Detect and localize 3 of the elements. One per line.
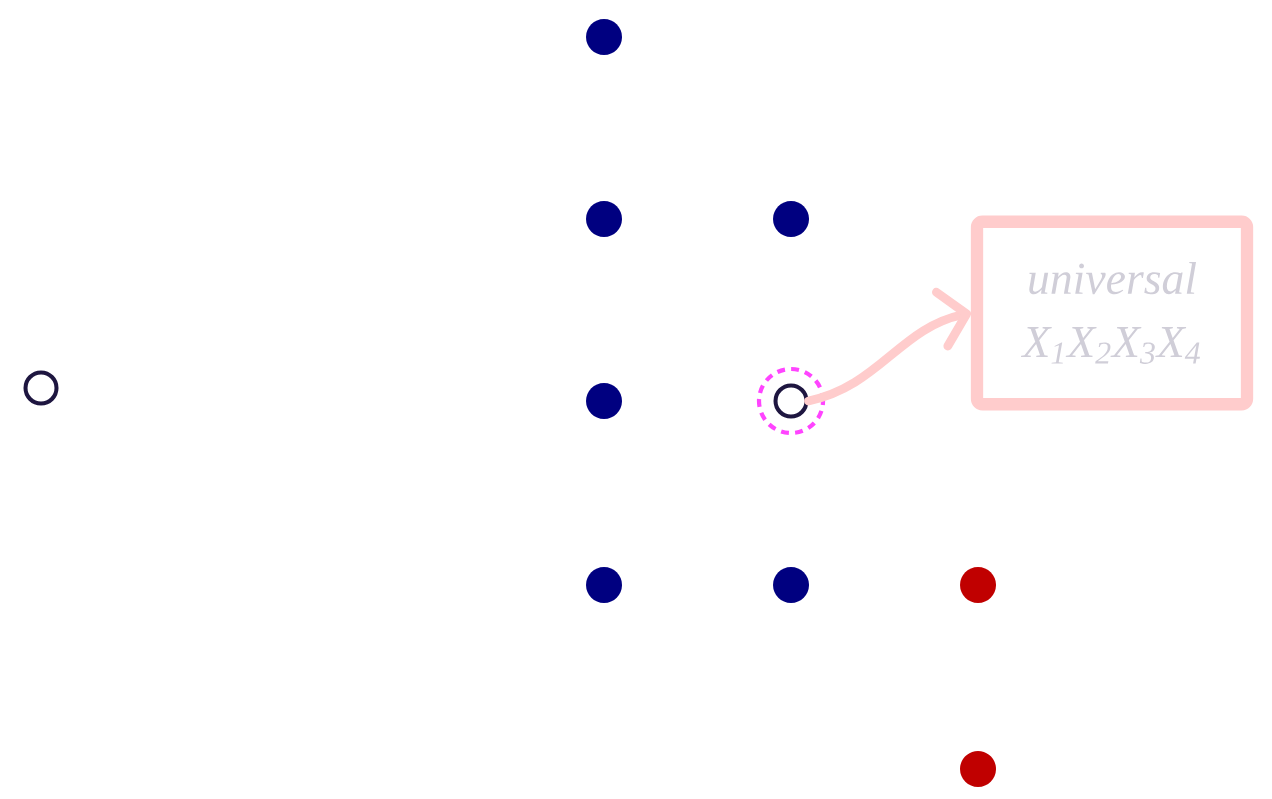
open-circle	[23, 370, 59, 406]
arrow	[804, 287, 971, 406]
open-circle	[773, 383, 809, 419]
